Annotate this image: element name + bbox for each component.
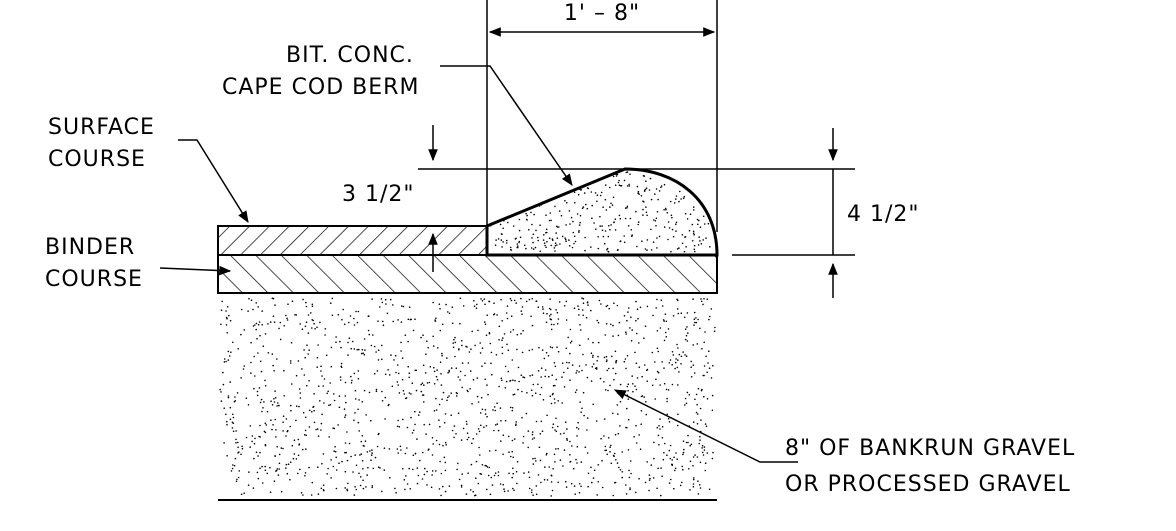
berm-label: BIT. CONC. CAPE COD BERM xyxy=(222,43,573,186)
top-dimension: 1' – 8" xyxy=(486,0,718,240)
binder-course-label-line1: BINDER xyxy=(45,235,135,260)
binder-course-layer xyxy=(217,254,718,294)
top-dimension-label: 1' – 8" xyxy=(564,1,640,26)
surface-dimension: 3 1/2" xyxy=(342,125,438,272)
berm-stipple xyxy=(489,171,716,253)
berm-label-line2: CAPE COD BERM xyxy=(222,75,419,100)
binder-course-label: BINDER COURSE xyxy=(45,235,232,292)
berm-dimension: 4 1/2" xyxy=(828,128,920,298)
gravel-label-line2: OR PROCESSED GRAVEL xyxy=(785,472,1071,497)
surface-course-label-line2: COURSE xyxy=(48,147,146,172)
gravel-label-line1: 8" OF BANKRUN GRAVEL xyxy=(785,436,1075,461)
gravel-label: 8" OF BANKRUN GRAVEL OR PROCESSED GRAVEL xyxy=(613,389,1075,497)
surface-course-layer xyxy=(217,225,488,256)
surface-course-label-line1: SURFACE xyxy=(48,115,155,140)
surface-course-label: SURFACE COURSE xyxy=(48,115,249,224)
gravel-base xyxy=(219,297,716,497)
berm-dimension-label: 4 1/2" xyxy=(847,202,920,227)
cape-cod-berm xyxy=(485,167,719,257)
binder-course-label-line2: COURSE xyxy=(45,267,143,292)
berm-label-line1: BIT. CONC. xyxy=(286,43,414,68)
surface-dimension-label: 3 1/2" xyxy=(342,182,415,207)
